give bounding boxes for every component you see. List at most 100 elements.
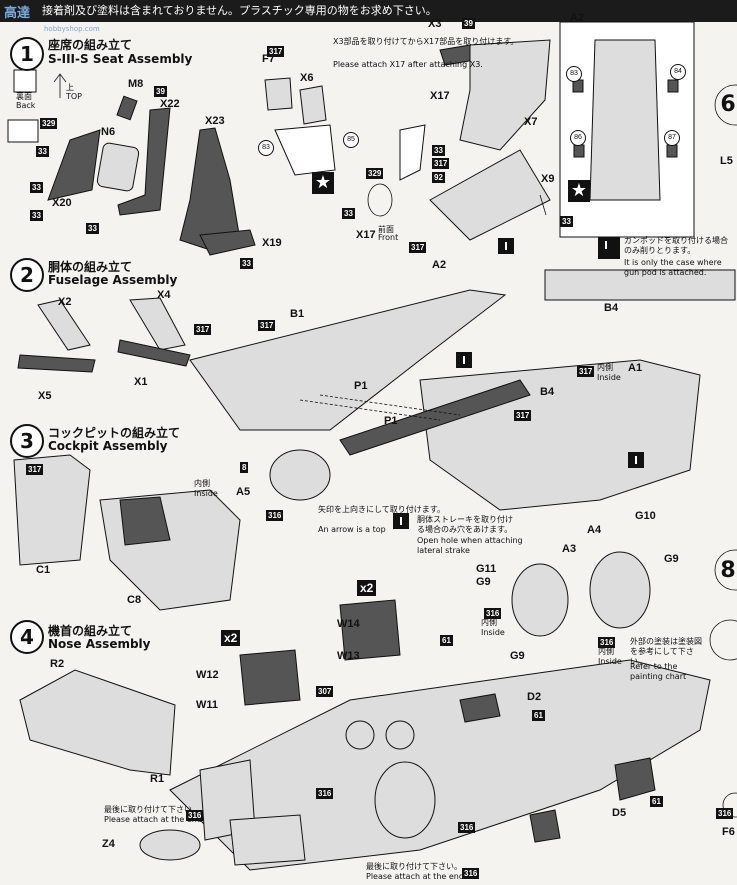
part-label-r2: R2 bbox=[50, 658, 65, 670]
part-x20 bbox=[47, 129, 101, 201]
part-label-n6: N6 bbox=[101, 126, 116, 138]
part-label-a2-tub: A2 bbox=[432, 259, 447, 271]
part-number-tag: 33 bbox=[30, 182, 43, 193]
part-number-circle: 85 bbox=[343, 132, 359, 148]
part-d2 bbox=[459, 693, 501, 723]
part-x22-detail bbox=[7, 119, 39, 143]
part-label-c1: C1 bbox=[36, 564, 51, 576]
part-x2 bbox=[37, 299, 91, 351]
step-2-title-jp: 胴体の組み立て bbox=[48, 260, 133, 274]
part-x5 bbox=[17, 354, 96, 373]
part-number-circle: 87 bbox=[664, 130, 680, 146]
part-r1-r2-canopy bbox=[19, 669, 176, 776]
attach-end-en-2: Please attach at the end bbox=[366, 872, 464, 881]
part-number-tag: 316 bbox=[598, 637, 616, 648]
part-label-x5: X5 bbox=[38, 390, 52, 402]
front-label-jp: 前面 bbox=[378, 225, 394, 234]
quantity-badge-1: x2 bbox=[357, 580, 377, 596]
strake-note-en: Open hole when attaching lateral strake bbox=[417, 536, 523, 555]
part-c1-cockpit bbox=[13, 454, 91, 566]
step-2-title-en: Fuselage Assembly bbox=[48, 273, 178, 287]
part-label-z4: Z4 bbox=[102, 838, 115, 850]
part-number-tag: 317 bbox=[409, 242, 427, 253]
part-number-tag: 39 bbox=[462, 18, 475, 29]
part-number-tag: 61 bbox=[650, 796, 663, 807]
part-x4 bbox=[129, 297, 186, 351]
paint-note-jp: 外部の塗装は塗装図を参考にして下さい。 bbox=[630, 637, 702, 666]
part-label-x4: X4 bbox=[157, 289, 171, 301]
part-number-tag: 307 bbox=[316, 686, 334, 697]
nose-fuselage bbox=[169, 659, 711, 871]
part-number-tag: 329 bbox=[366, 168, 384, 179]
inside-en-3: Inside bbox=[481, 628, 505, 637]
part-label-p1-a: P1 bbox=[354, 380, 368, 392]
part-label-m8: M8 bbox=[128, 78, 144, 90]
part-b1-fuselage bbox=[189, 289, 507, 431]
inside-en-2: Inside bbox=[194, 489, 218, 498]
x3-note-en: Please attach X17 after attaching X3. bbox=[333, 60, 483, 69]
part-label-a5: A5 bbox=[236, 486, 251, 498]
notice-text: 接着剤及び塗料は含まれておりません。プラスチック専用の物をお求め下さい。 bbox=[42, 4, 437, 17]
part-number-circle: 83 bbox=[258, 140, 274, 156]
paint-note-en: Refer to the painting chart bbox=[630, 662, 687, 681]
part-label-g11: G11 bbox=[476, 563, 497, 575]
attach-end-en-1: Please attach at the end bbox=[104, 815, 202, 824]
part-number-tag: 316 bbox=[716, 808, 734, 819]
part-number-tag: 33 bbox=[432, 145, 445, 156]
part-m8 bbox=[116, 95, 138, 121]
part-a2-tub bbox=[429, 149, 551, 241]
part-b4-floor bbox=[339, 379, 531, 456]
front-label-en: Front bbox=[378, 233, 399, 242]
part-number-tag: 33 bbox=[36, 146, 49, 157]
part-label-l5: L5 bbox=[720, 155, 733, 167]
part-label-a2-panel: A2 bbox=[570, 12, 585, 24]
part-label-x2: X2 bbox=[58, 296, 72, 308]
part-a3-nozzle bbox=[511, 563, 569, 637]
part-number-tag: 317 bbox=[432, 158, 450, 169]
part-label-x3: X3 bbox=[428, 18, 442, 30]
part-number-tag: 33 bbox=[342, 208, 355, 219]
part-label-g10: G10 bbox=[635, 510, 656, 522]
part-x17-ring bbox=[367, 183, 393, 217]
part-number-tag: 317 bbox=[577, 366, 595, 377]
part-x17 bbox=[399, 124, 426, 181]
nose-intake bbox=[374, 761, 436, 839]
part-number-tag: 316 bbox=[484, 608, 502, 619]
part-label-x22: X22 bbox=[160, 98, 180, 110]
part-d5 bbox=[614, 757, 656, 801]
part-f7 bbox=[264, 77, 293, 111]
part-label-a1: A1 bbox=[628, 362, 643, 374]
part-a5-intake bbox=[269, 449, 331, 501]
part-label-b4: B4 bbox=[540, 386, 555, 398]
part-number-tag: 61 bbox=[532, 710, 545, 721]
step-4-title-en: Nose Assembly bbox=[48, 637, 151, 651]
part-label-x6: X6 bbox=[300, 72, 314, 84]
arrow-note-en: An arrow is a top bbox=[318, 525, 386, 534]
part-label-w11: W11 bbox=[196, 699, 219, 711]
part-number-tag: 8 bbox=[240, 462, 249, 473]
back-label-en: Back bbox=[16, 101, 36, 110]
part-label-x19: X19 bbox=[262, 237, 282, 249]
step-2-number: 2 bbox=[10, 258, 44, 292]
step-3-title-jp: コックピットの組み立て bbox=[48, 426, 181, 440]
part-number-tag: 317 bbox=[194, 324, 212, 335]
star-mark-1: ★ bbox=[312, 172, 334, 194]
part-label-a4: A4 bbox=[587, 524, 602, 536]
seat-backing bbox=[274, 124, 336, 176]
step-4-title-jp: 機首の組み立て bbox=[48, 624, 133, 638]
part-number-tag: 317 bbox=[267, 46, 285, 57]
part-label-f6: F6 bbox=[722, 826, 735, 838]
top-label-en: TOP bbox=[66, 92, 83, 101]
part-label-a3: A3 bbox=[562, 543, 577, 555]
step-1-number: 1 bbox=[10, 37, 44, 71]
part-label-p1-b: P1 bbox=[384, 415, 398, 427]
part-label-g9-a: G9 bbox=[476, 576, 491, 588]
part-number-tag: 33 bbox=[86, 223, 99, 234]
part-label-x17: X17 bbox=[430, 90, 450, 102]
part-number-tag: 92 bbox=[432, 172, 445, 183]
x3-note-jp-1: X3部品を取り付けてからX17部品を取り付けます。 bbox=[333, 37, 519, 46]
step-8-number: 8 bbox=[720, 558, 736, 583]
strake-note-jp: 胴体ストレーキを取り付ける場合のみ穴をあけます。 bbox=[417, 515, 513, 534]
drill-mark-1 bbox=[498, 238, 514, 254]
